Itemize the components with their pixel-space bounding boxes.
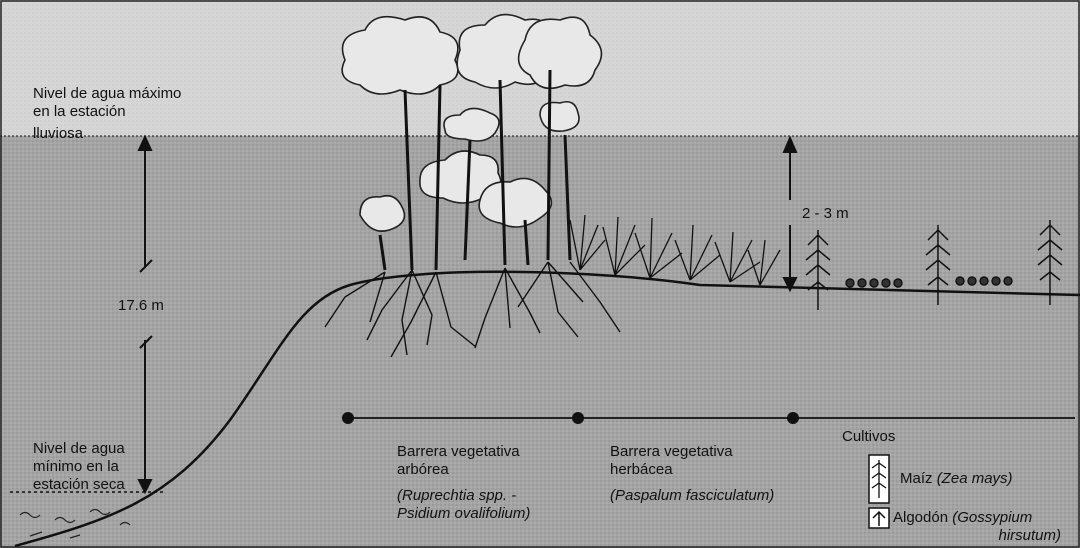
arborea-species-line-2: Psidium ovalifolium)	[397, 505, 577, 523]
maiz-label: Maíz (Zea mays)	[900, 470, 1013, 488]
min-level-line-2: mínimo en la	[33, 458, 183, 476]
max-level-line-2: en la estación	[33, 103, 233, 121]
min-water-level-label: Nivel de agua mínimo en la estación seca	[33, 440, 183, 494]
max-level-line-3: lluviosa	[33, 125, 233, 143]
arborea-species-line-1: (Ruprechtia spp. -	[397, 487, 577, 505]
zone-marker	[342, 412, 354, 424]
arborea-title-line-1: Barrera vegetativa	[397, 443, 577, 461]
max-level-line-1: Nivel de agua máximo	[33, 85, 233, 103]
herbacea-barrier-label: Barrera vegetativa herbácea (Paspalum fa…	[610, 443, 840, 505]
min-level-line-1: Nivel de agua	[33, 440, 183, 458]
herbacea-title-line-1: Barrera vegetativa	[610, 443, 840, 461]
height-2-3-label: 2 - 3 m	[802, 205, 849, 223]
herbacea-species: (Paspalum fasciculatum)	[610, 487, 840, 505]
legend-cotton-icon	[869, 508, 889, 528]
legend-maize-icon	[869, 455, 889, 503]
min-level-line-3: estación seca	[33, 476, 183, 494]
arborea-barrier-label: Barrera vegetativa arbórea (Ruprechtia s…	[397, 443, 577, 523]
algodon-label: Algodón (Gossypium hirsutum)	[893, 509, 1079, 545]
arborea-title-line-2: arbórea	[397, 461, 577, 479]
zone-marker	[572, 412, 584, 424]
herbacea-title-line-2: herbácea	[610, 461, 840, 479]
cultivos-title: Cultivos	[842, 428, 895, 446]
zone-marker	[787, 412, 799, 424]
max-water-level-label: Nivel de agua máximo en la estación lluv…	[33, 85, 233, 143]
height-17-6-label: 17.6 m	[118, 297, 164, 315]
